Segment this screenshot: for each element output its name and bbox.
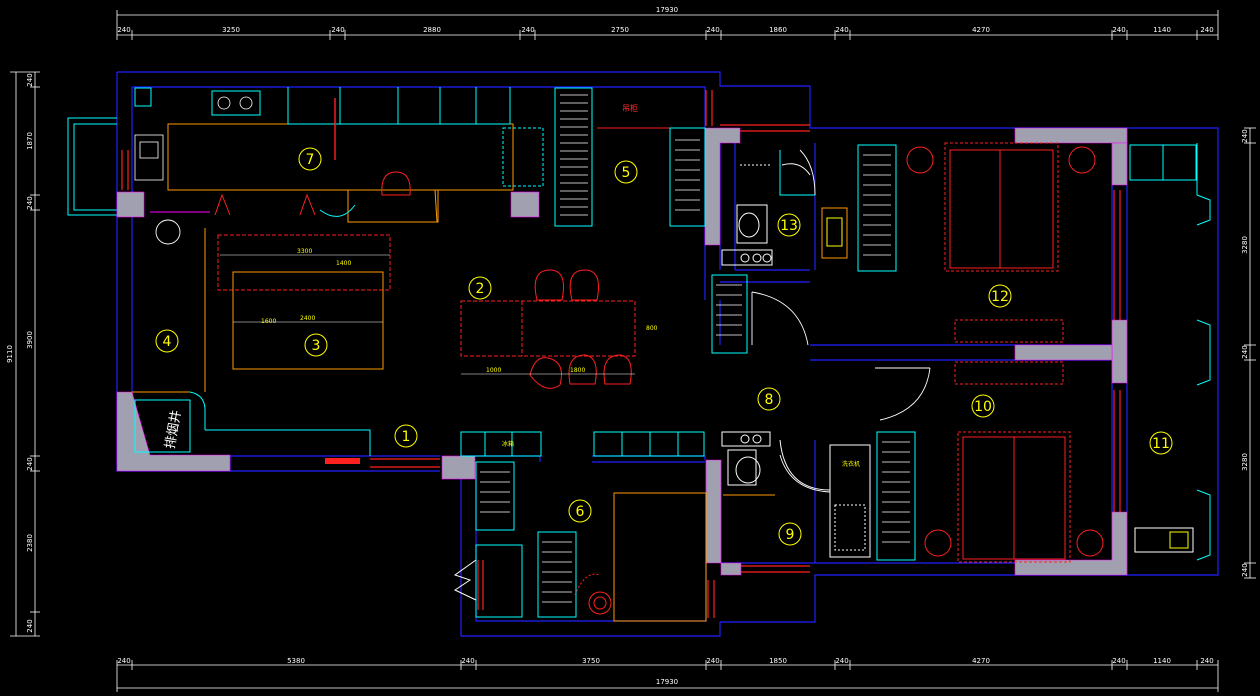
corridor-cabinets — [205, 429, 705, 464]
room-13-label: 13 — [780, 218, 798, 234]
svg-text:240: 240 — [706, 26, 719, 34]
svg-text:240: 240 — [331, 26, 344, 34]
room-11-label: 11 — [1152, 436, 1170, 452]
svg-text:2380: 2380 — [26, 534, 34, 552]
svg-text:240: 240 — [117, 657, 130, 665]
bedroom-10 — [924, 431, 1194, 563]
exterior-bumps — [1196, 143, 1211, 561]
svg-text:1140: 1140 — [1153, 26, 1171, 34]
columns — [116, 127, 1128, 576]
svg-text:1800: 1800 — [570, 367, 585, 374]
washer-label: 洗衣机 — [842, 460, 860, 468]
room-9-label: 9 — [786, 527, 795, 543]
svg-text:4270: 4270 — [972, 26, 990, 34]
svg-text:240: 240 — [26, 457, 34, 470]
svg-text:1600: 1600 — [261, 318, 276, 325]
room-label-texts: 1 2 3 4 5 6 7 8 9 10 11 12 13 — [163, 152, 1170, 543]
svg-text:240: 240 — [1112, 26, 1125, 34]
room-8-label: 8 — [765, 392, 774, 408]
right-dimensions — [1244, 127, 1256, 579]
svg-text:3900: 3900 — [26, 331, 34, 349]
svg-text:240: 240 — [461, 657, 474, 665]
living-dining — [132, 228, 636, 430]
room-1-label: 1 — [402, 429, 411, 445]
svg-text:240: 240 — [706, 657, 719, 665]
svg-text:240: 240 — [1241, 129, 1249, 142]
right-dimension-texts: 240 3280 240 3280 240 — [1241, 129, 1249, 576]
svg-text:240: 240 — [1112, 657, 1125, 665]
svg-text:240: 240 — [835, 657, 848, 665]
room-5-label: 5 — [622, 165, 631, 181]
top-total-dim: 17930 — [656, 6, 678, 14]
svg-text:240: 240 — [117, 26, 130, 34]
svg-text:1000: 1000 — [486, 367, 501, 374]
svg-text:240: 240 — [26, 73, 34, 86]
bathroom-9 — [721, 431, 871, 558]
svg-text:240: 240 — [26, 196, 34, 209]
svg-text:800: 800 — [646, 325, 658, 332]
svg-text:240: 240 — [26, 619, 34, 632]
svg-text:1860: 1860 — [769, 26, 787, 34]
room-labels — [155, 147, 1173, 546]
svg-text:3280: 3280 — [1241, 236, 1249, 254]
top-dimensions — [116, 10, 1219, 40]
bottom-dimension-texts: 240 5380 240 3750 240 1850 240 4270 240 … — [117, 657, 1213, 686]
fridge-label: 冰箱 — [502, 440, 514, 448]
room-4-label: 4 — [163, 334, 172, 350]
bathroom-13 — [721, 150, 848, 266]
svg-text:1140: 1140 — [1153, 657, 1171, 665]
room-12-label: 12 — [991, 289, 1009, 305]
svg-text:3250: 3250 — [222, 26, 240, 34]
windows — [121, 90, 1121, 618]
left-dimensions — [10, 71, 40, 637]
svg-text:1400: 1400 — [336, 260, 351, 267]
chimney-shaft: 排烟井 — [134, 399, 191, 453]
svg-text:9110: 9110 — [6, 345, 14, 363]
svg-text:240: 240 — [1200, 657, 1213, 665]
wardrobes — [475, 87, 916, 618]
svg-text:3750: 3750 — [582, 657, 600, 665]
svg-text:240: 240 — [1241, 345, 1249, 358]
bedroom-12 — [906, 142, 1197, 385]
svg-text:240: 240 — [1241, 563, 1249, 576]
svg-text:5380: 5380 — [287, 657, 305, 665]
svg-text:1870: 1870 — [26, 132, 34, 150]
left-dimension-texts: 9110 240 1870 240 3900 240 2380 240 — [6, 73, 34, 632]
svg-text:2880: 2880 — [423, 26, 441, 34]
bottom-total-dim: 17930 — [656, 678, 678, 686]
kitchen — [134, 87, 544, 245]
table-dimension-labels: 3300 1400 2400 1600 1800 800 1000 — [261, 248, 658, 374]
room-10-label: 10 — [974, 399, 992, 415]
svg-text:240: 240 — [521, 26, 534, 34]
svg-text:240: 240 — [835, 26, 848, 34]
svg-text:3280: 3280 — [1241, 453, 1249, 471]
room-3-label: 3 — [312, 338, 321, 354]
top-dimension-texts: 17930 240 3250 240 2880 240 2750 240 186… — [117, 6, 1213, 34]
room-7-label: 7 — [306, 152, 315, 168]
svg-text:3300: 3300 — [297, 248, 312, 255]
svg-text:2750: 2750 — [611, 26, 629, 34]
note-red-text: 吊柜 — [622, 103, 638, 113]
svg-text:2400: 2400 — [300, 315, 315, 322]
room-2-label: 2 — [476, 281, 485, 297]
svg-text:4270: 4270 — [972, 657, 990, 665]
room-6-label: 6 — [576, 504, 585, 520]
svg-text:240: 240 — [1200, 26, 1213, 34]
bedroom-6 — [453, 492, 707, 622]
svg-text:1850: 1850 — [769, 657, 787, 665]
wardrobe-hangers — [480, 94, 910, 603]
bottom-dimensions — [116, 660, 1219, 692]
chimney-label: 排烟井 — [163, 409, 185, 450]
doors — [751, 149, 931, 493]
